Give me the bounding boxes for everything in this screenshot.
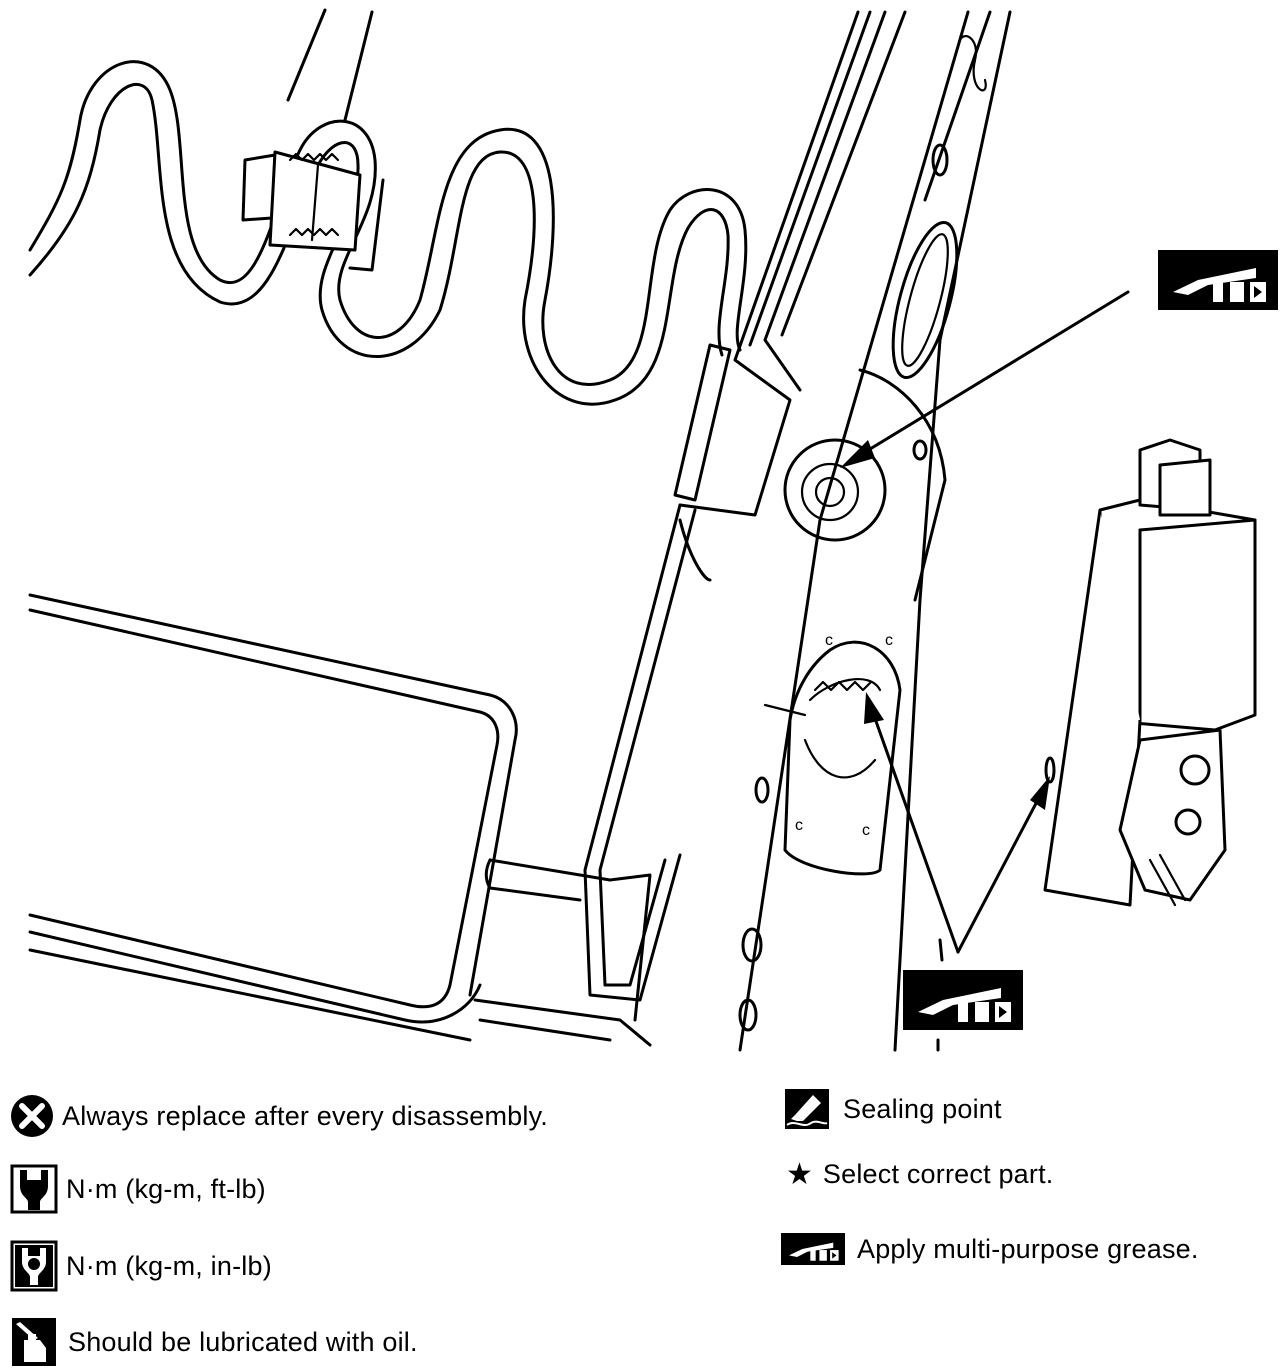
recliner-motor [1043,438,1257,907]
lower-bracket: c c c c [738,632,902,1032]
sealant-tube-icon [785,1089,829,1129]
legend-grease-text: Apply multi-purpose grease. [857,1233,1199,1264]
legend-select-text: Select correct part. [822,1159,1054,1189]
legend-torque-in: N·m (kg-m, in-lb) [10,1240,272,1292]
cushion-frame [28,593,652,1047]
wrench-solid-icon [10,1240,58,1292]
legend-replace-text: Always replace after every disassembly. [62,1100,548,1131]
svg-text:c: c [825,632,833,649]
legend-select: ★ Select correct part. [786,1159,1054,1190]
legend-oil-text: Should be lubricated with oil. [68,1326,418,1357]
star-icon: ★ [786,1156,813,1192]
oil-can-icon [12,1318,56,1366]
zigzag-spring [28,60,748,406]
legend-torque-ft: N·m (kg-m, ft-lb) [10,1164,266,1214]
svg-text:c: c [885,632,893,649]
seat-frame-diagram: c c c c [28,8,1278,1052]
legend-sealing-text: Sealing point [843,1093,1002,1124]
legend-torque-ft-text: N·m (kg-m, ft-lb) [66,1173,266,1204]
svg-text:c: c [795,817,803,834]
legend-sealing: Sealing point [783,1087,1002,1131]
spring-clip [241,150,362,252]
legend-torque-in-text: N·m (kg-m, in-lb) [66,1250,272,1281]
grease-gun-icon [1158,250,1278,310]
legend-oil: Should be lubricated with oil. [10,1316,418,1368]
recliner-plate [678,10,1012,1052]
svg-text:c: c [862,822,870,839]
x-circle-icon [11,1095,53,1137]
wrench-icon [10,1164,58,1214]
legend-replace: Always replace after every disassembly. [8,1093,548,1139]
grease-gun-icon [903,970,1023,1030]
grease-gun-icon [781,1233,845,1265]
seat-back-frame [286,8,385,272]
leader-arrows [840,290,1130,1052]
legend-grease: Apply multi-purpose grease. [781,1232,1199,1266]
